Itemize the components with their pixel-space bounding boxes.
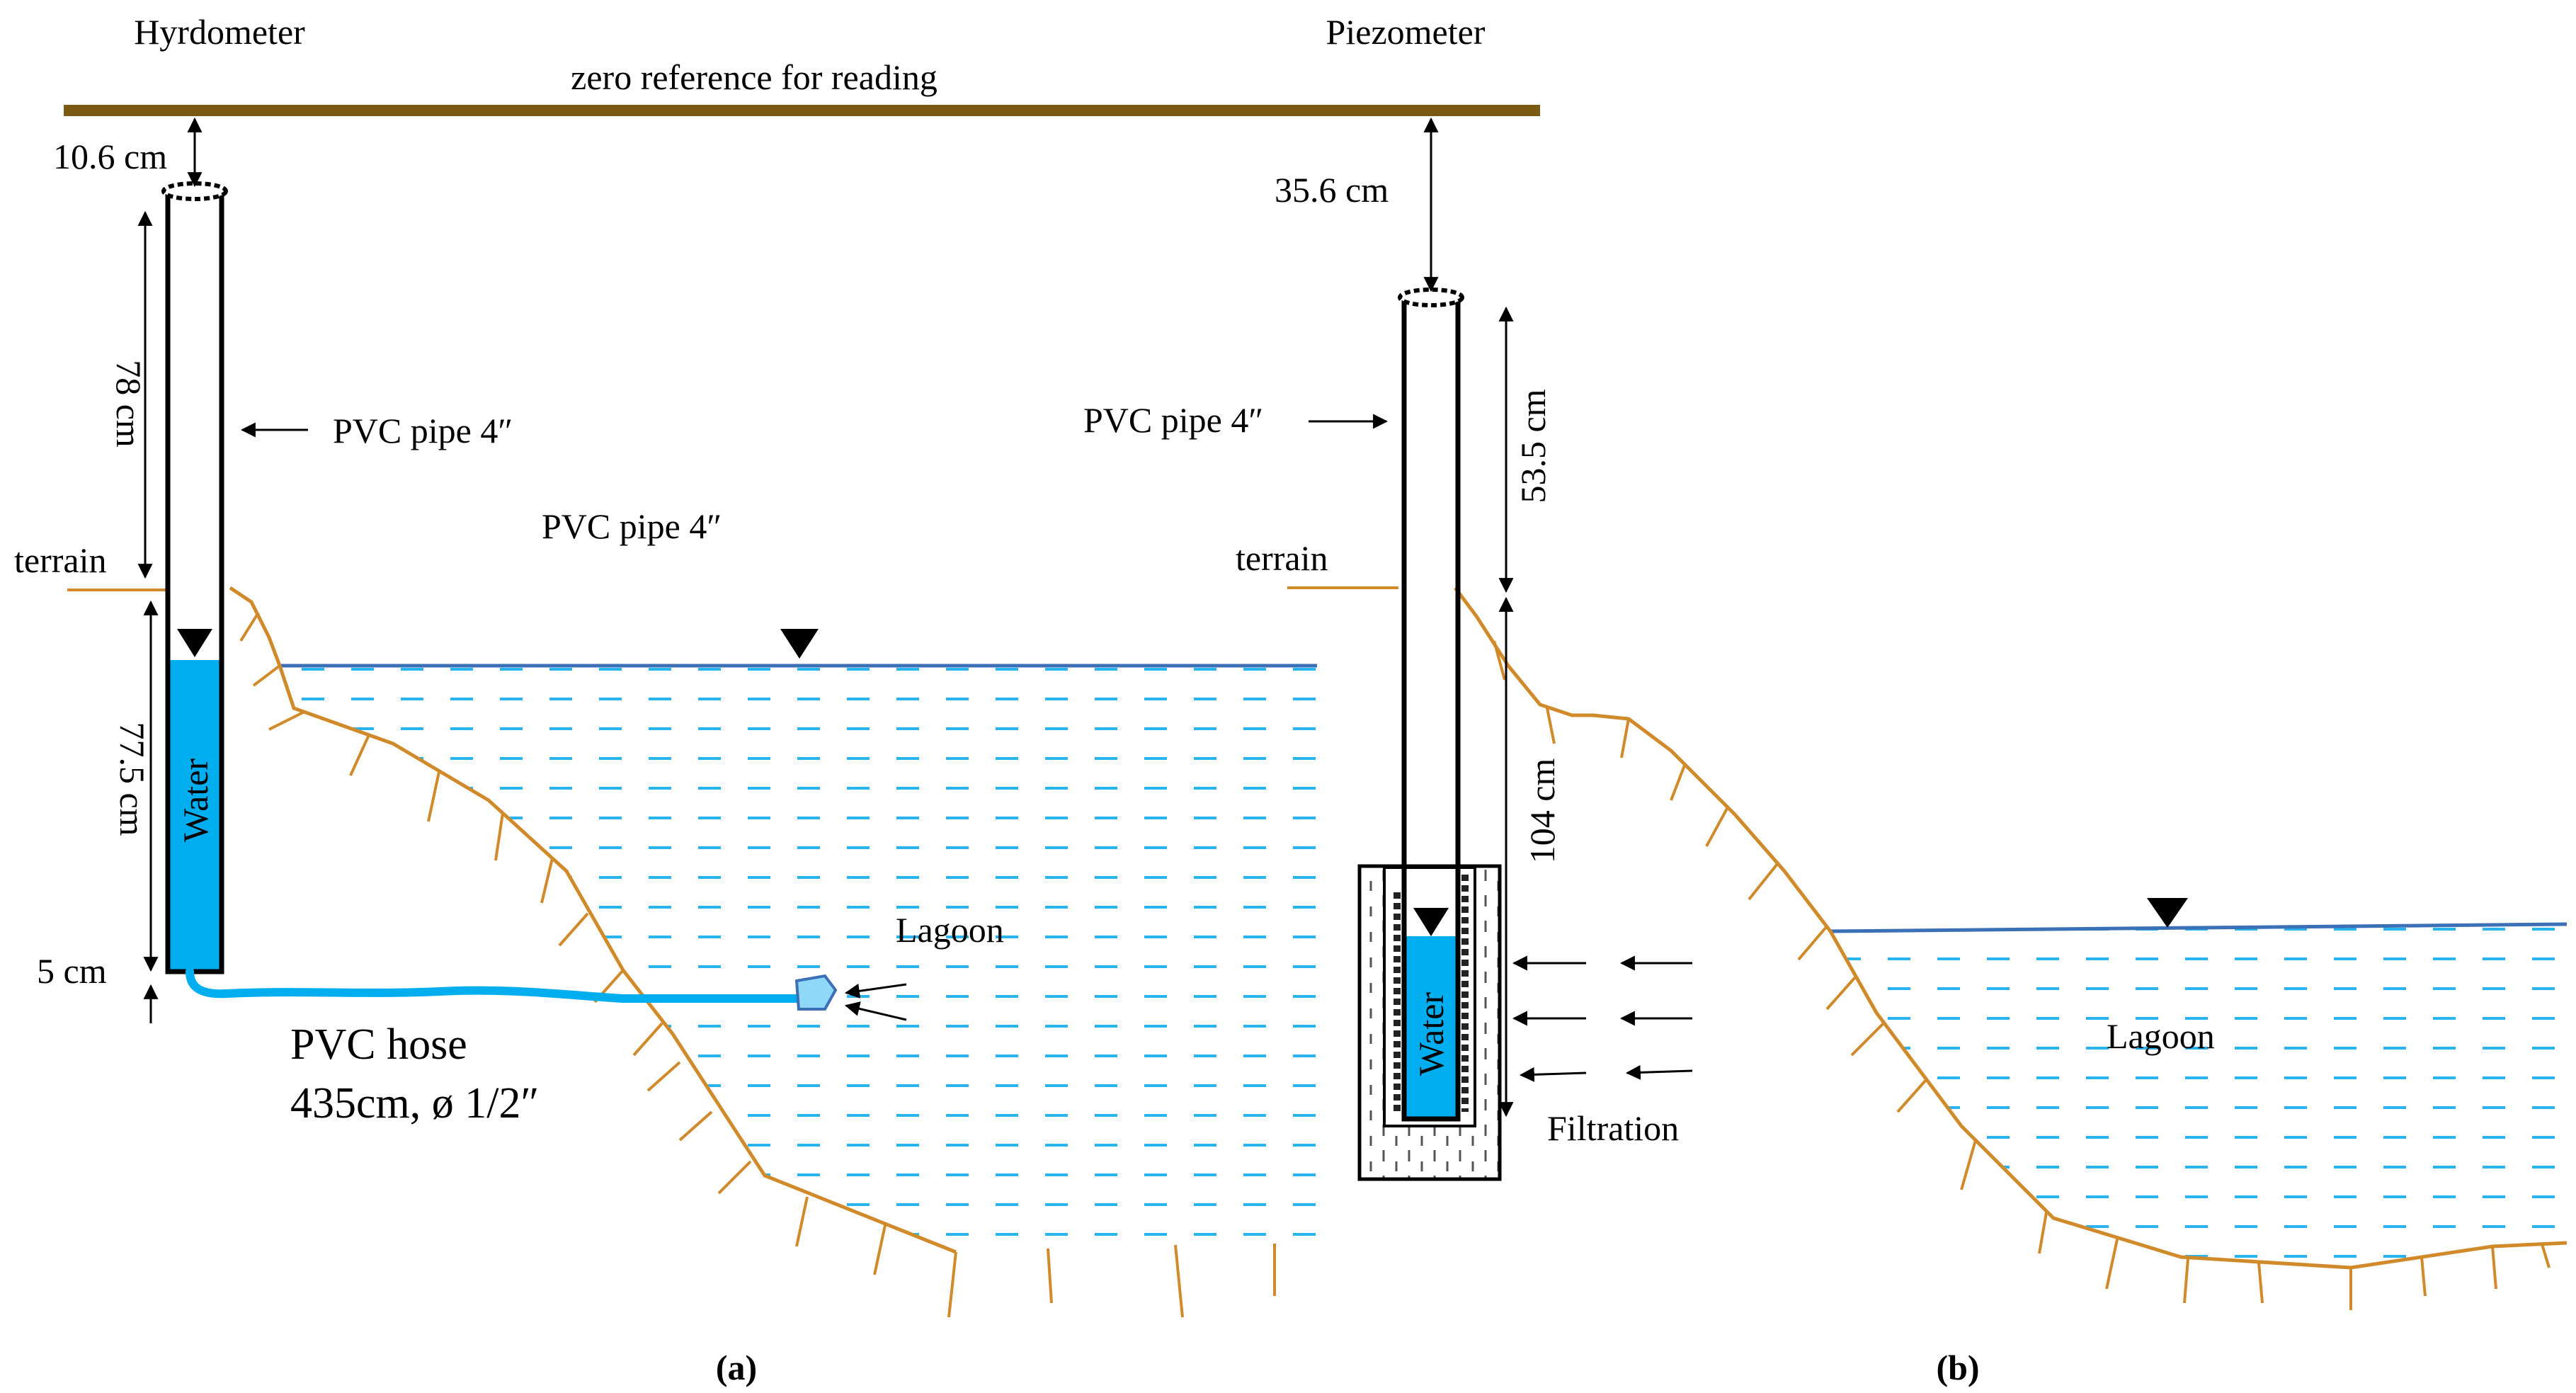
lagoon-a-water-level-icon [780, 629, 819, 659]
piezometer-water-column [1404, 936, 1458, 1119]
zero-reference-beam [64, 105, 1540, 116]
lagoon-b-water-level-icon [2147, 898, 2188, 928]
below-ground-b-label: 104 cm [1522, 758, 1562, 864]
panel-a-caption: (a) [716, 1348, 757, 1387]
offset-a-label: 10.6 cm [53, 137, 167, 176]
bank-b-soil-line [1454, 586, 2568, 1270]
panel-a-title: Hyrdometer [134, 12, 305, 52]
piezometer-pipe-cap [1398, 288, 1464, 307]
filtration-label: Filtration [1547, 1108, 1679, 1148]
bank-a-soil-line [229, 586, 957, 1254]
panel-b-caption: (b) [1936, 1348, 1979, 1387]
filtration-arrows [1512, 955, 1693, 1082]
hydrometer-water-label: Water [176, 758, 215, 842]
piezometer-water-label: Water [1411, 992, 1451, 1076]
zero-reference-label: zero reference for reading [571, 57, 937, 97]
hydrometer-pipe-cap [161, 181, 228, 201]
bottom-a-label: 5 cm [37, 951, 107, 991]
hose-inlet-filter-icon [794, 974, 838, 1011]
hose-a-label-line2: 435cm, ø 1/2″ [290, 1079, 539, 1127]
hydrometer-water-level-icon [177, 629, 212, 657]
lagoon-a-water [280, 666, 1317, 1252]
offset-b-label: 35.6 cm [1275, 170, 1389, 210]
pipe-b-label: PVC pipe 4″ [1083, 400, 1263, 440]
hose-a-label-line1: PVC hose [290, 1020, 467, 1069]
water-depth-a-label: 77.5 cm [113, 722, 152, 836]
lagoon-a-label: Lagoon [896, 910, 1004, 950]
above-ground-b-label: 53.5 cm [1513, 389, 1553, 503]
terrain-a-label: terrain [14, 540, 106, 580]
lagoon-b-surface [1830, 922, 2568, 933]
inflow-arrow-a-1 [844, 983, 907, 999]
lagoon-b-water [1830, 924, 2567, 1268]
lagoon-pipe-a-label: PVC pipe 4″ [542, 506, 722, 546]
lagoon-b-label: Lagoon [2107, 1016, 2215, 1056]
panel-b-title: Piezometer [1326, 12, 1486, 52]
inflow-arrow-a-2 [844, 1001, 907, 1021]
bank-a-hatching [239, 611, 1276, 1318]
panel-b-piezometer: Piezometer [1083, 12, 2568, 1387]
pipe-a-label: PVC pipe 4″ [333, 411, 513, 450]
hydrometer-water-column [168, 660, 222, 972]
piezometer-water-level-icon [1413, 908, 1449, 936]
pvc-hose [186, 967, 801, 1003]
terrain-b-label: terrain [1236, 538, 1328, 578]
panel-a-hydrometer: Hyrdometer [14, 12, 1317, 1387]
above-ground-a-label: 78 cm [109, 360, 149, 448]
